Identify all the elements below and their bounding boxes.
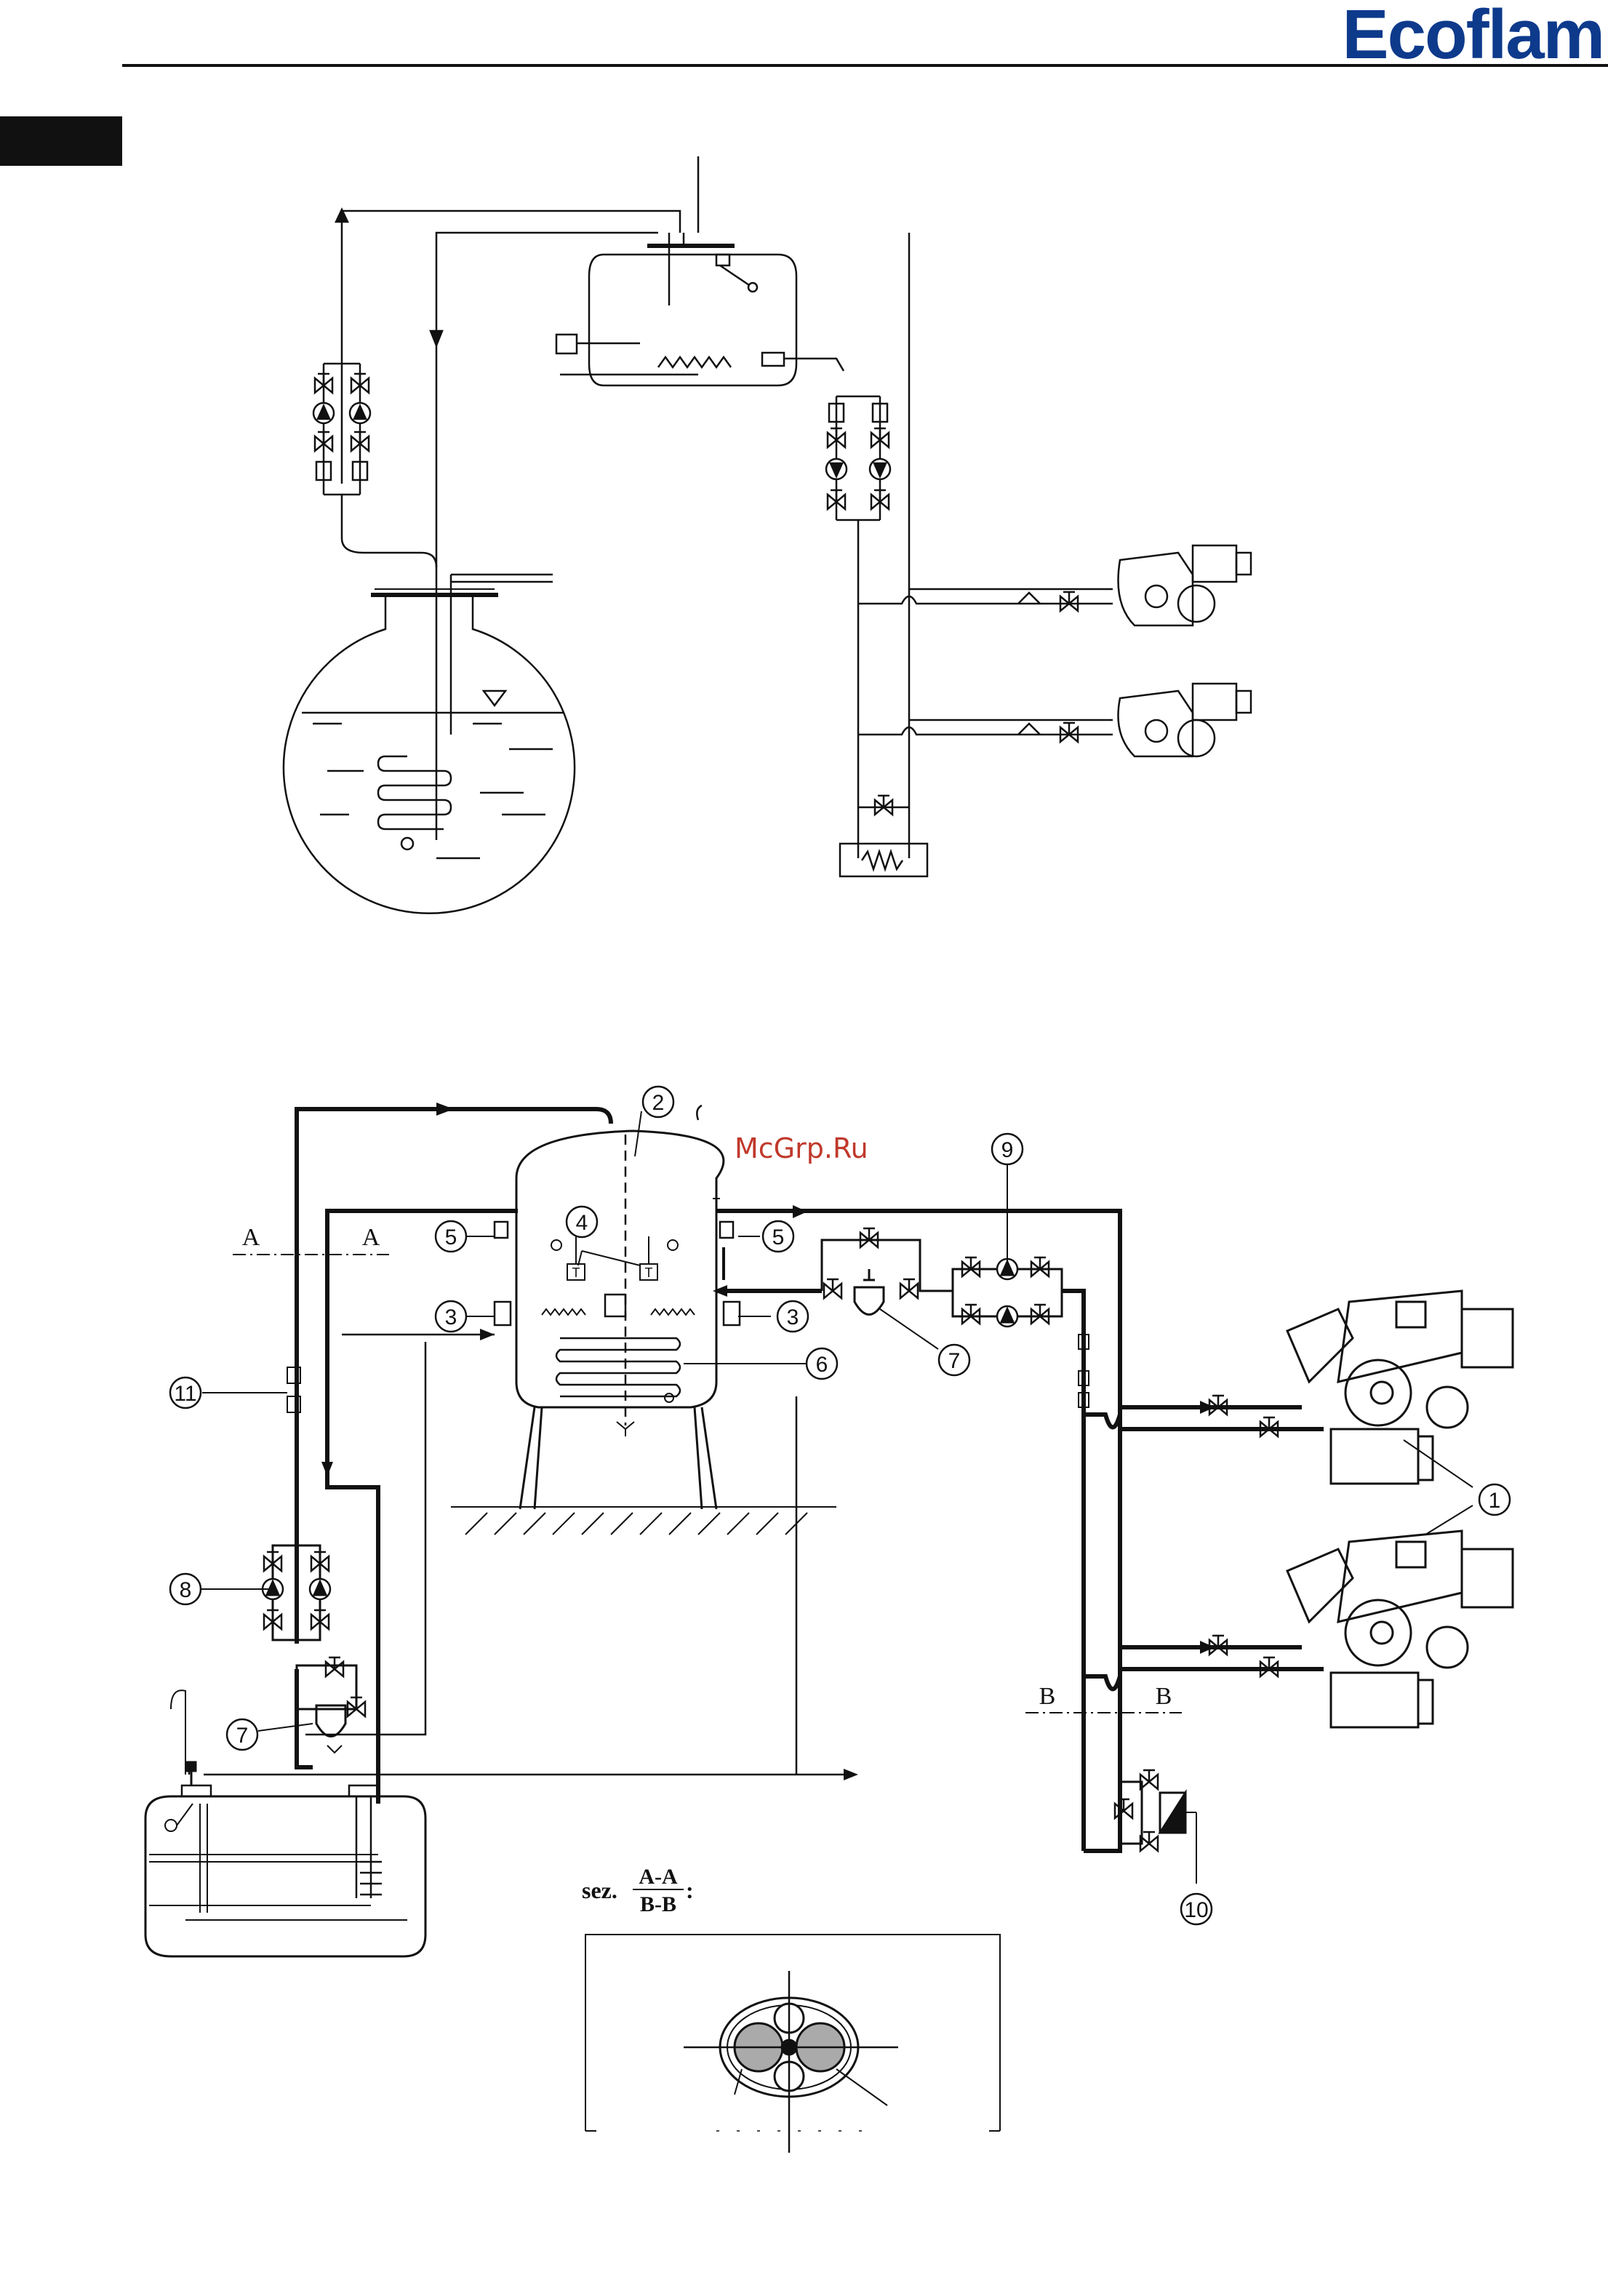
bottom-diagram [145,1087,1513,2153]
callout-2: 2 [652,1091,665,1115]
callout-10: 10 [1184,1898,1208,1922]
callout-7-left: 7 [236,1724,249,1748]
callout-8: 8 [180,1578,192,1602]
section-mark-a-right: A [362,1224,380,1251]
heater-coil-icon [658,357,731,367]
svg-text:B-B: B-B [640,1892,676,1916]
callout-4: 4 [576,1211,588,1235]
section-caption: sez. A-A B-B : [582,1865,694,1916]
burner-icon [1119,684,1252,756]
callout-labels: 1 2 3 3 4 5 5 6 7 7 8 9 10 11 [174,1091,1500,1922]
section-mark-b-right: B [1156,1683,1172,1710]
callout-1: 1 [1489,1489,1501,1513]
storage-tank-icon [516,1131,724,1407]
burner-icon [1287,1291,1513,1484]
thermostat-mark-right: T [645,1265,653,1280]
watermark: McGrp.Ru [735,1132,868,1164]
top-diagram [284,156,1251,913]
callout-5-right: 5 [772,1225,785,1249]
brand-logo: Ecoflam [1343,0,1604,73]
filter-icon [855,1287,884,1315]
main-tank-icon [284,595,575,913]
thermostat-mark-left: T [572,1265,580,1280]
section-mark-a-left: A [242,1224,260,1251]
svg-text::: : [686,1877,694,1903]
callout-5-left: 5 [445,1225,457,1249]
callout-11: 11 [174,1382,196,1406]
callout-3-left: 3 [445,1305,457,1329]
section-tab [0,116,122,166]
burner-icon [1119,545,1252,625]
callout-6: 6 [816,1353,828,1377]
callout-9: 9 [1001,1138,1014,1162]
section-mark-b-left: B [1039,1683,1056,1710]
callout-7-right: 7 [948,1349,961,1373]
burner-icon [1287,1531,1513,1727]
svg-text:A-A: A-A [639,1865,678,1889]
underground-tank-icon [145,1796,425,1956]
svg-text:sez.: sez. [582,1877,617,1903]
callout-3-right: 3 [787,1305,799,1329]
heater-coil-icon [556,1338,680,1396]
